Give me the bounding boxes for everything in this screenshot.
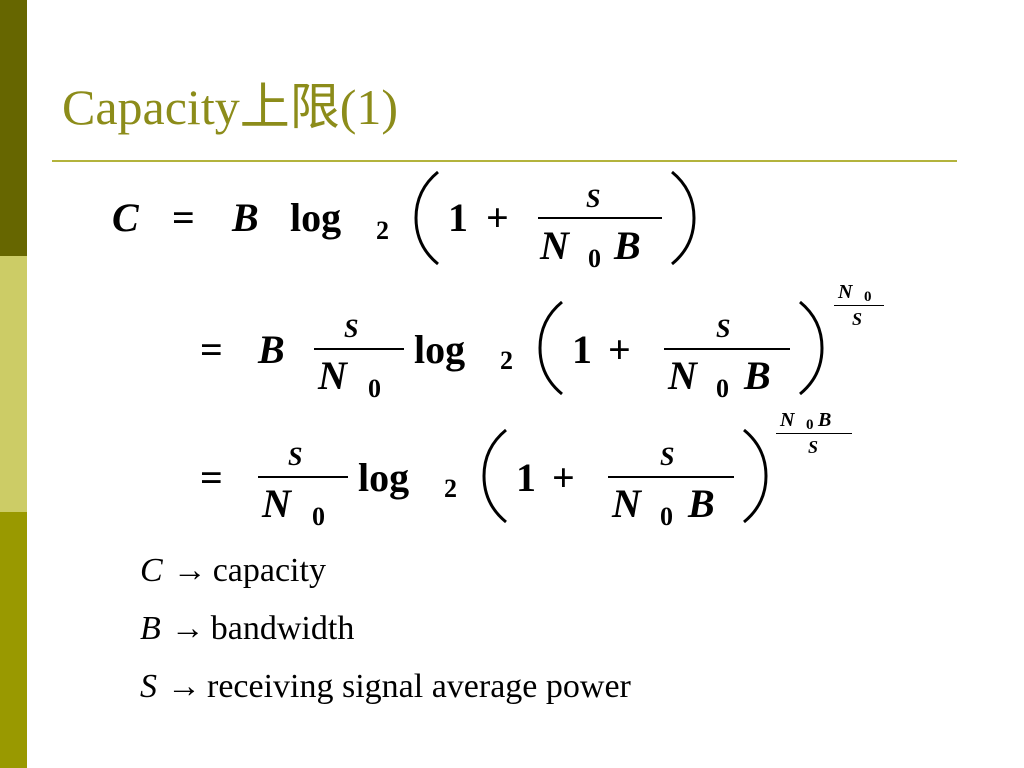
eq2-exp-num-sub: 0 bbox=[864, 289, 872, 305]
eq3-left-paren bbox=[480, 428, 510, 524]
eq3-pre-den-sub: 0 bbox=[312, 502, 325, 531]
eq3-den-b: B bbox=[688, 481, 715, 526]
eq1-right-paren bbox=[668, 170, 698, 266]
eq2-one: 1 bbox=[572, 327, 592, 372]
eq2-pre-fraction-bar bbox=[314, 348, 404, 350]
eq3-pre-num-s: S bbox=[288, 442, 303, 471]
eq1-log: log bbox=[290, 195, 342, 240]
eq2-den-sub: 0 bbox=[716, 374, 729, 403]
eq1-plus: + bbox=[486, 195, 509, 240]
eq1-c: C bbox=[112, 195, 139, 240]
definition-symbol: C bbox=[140, 552, 163, 589]
side-bar-bottom bbox=[0, 512, 27, 768]
eq1-one: 1 bbox=[448, 195, 468, 240]
eq3-fraction-bar bbox=[608, 476, 734, 478]
title-rule bbox=[52, 160, 957, 162]
eq3-log-base: 2 bbox=[444, 474, 457, 503]
definition-text: bandwidth bbox=[210, 610, 355, 647]
eq3-plus: + bbox=[552, 455, 575, 500]
arrow-right-icon: → bbox=[167, 668, 201, 705]
eq1-num-s: S bbox=[586, 184, 601, 213]
eq2-plus: + bbox=[608, 327, 631, 372]
slide-title: Capacity上限(1) bbox=[62, 79, 399, 135]
eq3-exp-num-n: N bbox=[780, 409, 795, 431]
eq3-equals: = bbox=[200, 455, 223, 500]
eq1-equals: = bbox=[172, 195, 195, 240]
eq3-exp-fraction-bar bbox=[776, 433, 852, 434]
eq3-num-s: S bbox=[660, 442, 675, 471]
definition-item: B→bandwidth bbox=[140, 612, 354, 646]
eq2-den-b: B bbox=[744, 353, 771, 398]
eq1-den-b: B bbox=[614, 223, 641, 268]
side-bar bbox=[0, 0, 27, 768]
eq2-num-s: S bbox=[716, 314, 731, 343]
definition-text: capacity bbox=[212, 552, 326, 589]
definition-text: receiving signal average power bbox=[207, 668, 631, 705]
eq2-exp-den-s: S bbox=[852, 309, 863, 329]
eq2-left-paren bbox=[536, 300, 566, 396]
eq2-log-base: 2 bbox=[500, 346, 513, 375]
eq1-den-n: N bbox=[540, 223, 569, 268]
side-bar-top bbox=[0, 0, 27, 256]
eq2-pre-den-sub: 0 bbox=[368, 374, 381, 403]
eq3-den-n: N bbox=[612, 481, 641, 526]
eq3-exp-den-s: S bbox=[808, 437, 819, 457]
eq2-exp-num-n: N bbox=[838, 281, 853, 303]
eq3-pre-den-n: N bbox=[262, 481, 291, 526]
eq3-one: 1 bbox=[516, 455, 536, 500]
eq3-log: log bbox=[358, 455, 410, 500]
arrow-right-icon: → bbox=[172, 552, 207, 589]
eq1-fraction-bar bbox=[538, 217, 662, 219]
side-bar-middle bbox=[0, 256, 27, 512]
eq2-pre-den-n: N bbox=[318, 353, 347, 398]
eq3-right-paren bbox=[740, 428, 770, 524]
eq2-b: B bbox=[258, 327, 285, 372]
eq2-exp-fraction-bar bbox=[834, 305, 884, 306]
eq1-den-sub: 0 bbox=[588, 244, 601, 273]
eq2-pre-num-s: S bbox=[344, 314, 359, 343]
eq3-den-sub: 0 bbox=[660, 502, 673, 531]
eq1-b: B bbox=[232, 195, 259, 240]
definition-item: S →receiving signal average power bbox=[140, 670, 631, 704]
arrow-right-icon: → bbox=[170, 610, 205, 647]
eq2-log: log bbox=[414, 327, 466, 372]
definition-symbol: B bbox=[140, 610, 161, 647]
eq2-right-paren bbox=[796, 300, 826, 396]
eq2-den-n: N bbox=[668, 353, 697, 398]
eq2-equals: = bbox=[200, 327, 223, 372]
eq3-exp-num-sub: 0 bbox=[806, 417, 814, 433]
eq1-log-base: 2 bbox=[376, 216, 389, 245]
definition-symbol: S bbox=[140, 668, 157, 705]
eq1-left-paren bbox=[412, 170, 442, 266]
eq3-pre-fraction-bar bbox=[258, 476, 348, 478]
eq3-exp-num-b: B bbox=[818, 409, 832, 431]
eq2-fraction-bar bbox=[664, 348, 790, 350]
definition-item: C→capacity bbox=[140, 554, 326, 588]
